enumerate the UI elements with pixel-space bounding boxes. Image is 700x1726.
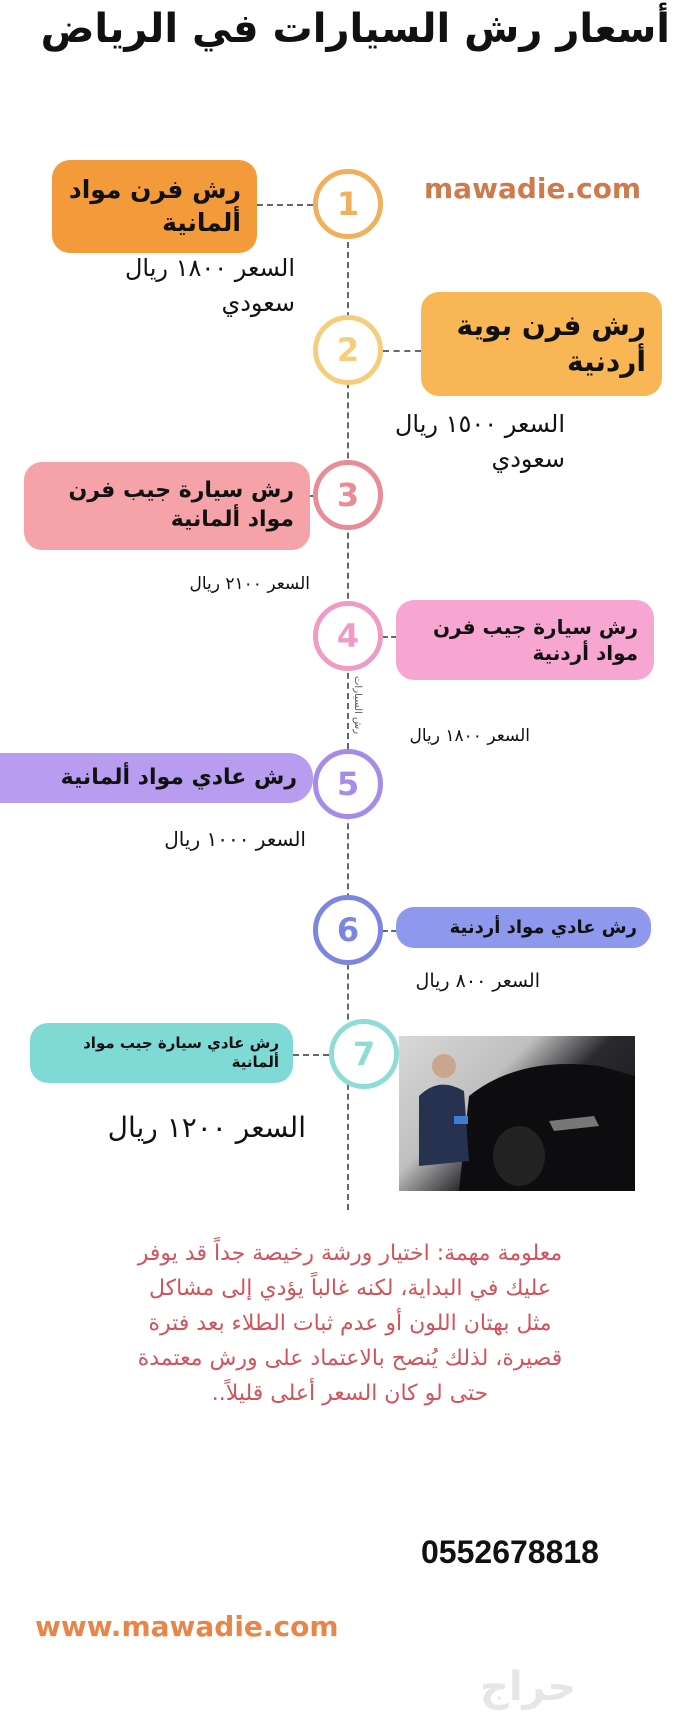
- step-price-6: السعر ٨٠٠ ريال: [415, 970, 540, 992]
- step-label-4: رش سيارة جيب فرن مواد أردنية: [396, 600, 654, 680]
- step-label-1: رش فرن مواد ألمانية: [52, 160, 257, 253]
- important-note: معلومة مهمة: اختيار ورشة رخيصة جداً قد ي…: [137, 1241, 563, 1406]
- connector-6: [383, 930, 396, 932]
- connector-1: [257, 204, 313, 206]
- haraj-watermark: حراج: [480, 1664, 577, 1710]
- car-painting-illustration: [419, 1054, 635, 1191]
- step-number-4: 4: [313, 601, 383, 671]
- step-label-5: رش عادي مواد ألمانية: [0, 753, 313, 803]
- step-price-4: السعر ١٨٠٠ ريال: [409, 726, 530, 746]
- step-price-5: السعر ١٠٠٠ ريال: [164, 827, 306, 851]
- vertical-caption: رش السيارات: [352, 676, 363, 735]
- step-number-7: 7: [329, 1019, 399, 1089]
- step-label-3: رش سيارة جيب فرن مواد ألمانية: [24, 462, 310, 550]
- brand-text[interactable]: mawadie.com: [424, 172, 642, 205]
- connector-3: [310, 495, 313, 497]
- step-number-2: 2: [313, 315, 383, 385]
- step-label-7: رش عادي سيارة جيب مواد ألمانية: [30, 1023, 293, 1083]
- phone-number[interactable]: 0552678818: [421, 1534, 599, 1570]
- connector-2: [383, 350, 421, 352]
- step-label-2: رش فرن بوية أردنية: [421, 292, 662, 396]
- step-number-6: 6: [313, 895, 383, 965]
- timeline-line: [347, 242, 349, 1210]
- step-number-5: 5: [313, 749, 383, 819]
- step-label-6: رش عادي مواد أردنية: [396, 907, 651, 948]
- connector-7: [293, 1054, 329, 1056]
- website-link[interactable]: www.mawadie.com: [35, 1610, 339, 1643]
- step-number-1: 1: [313, 169, 383, 239]
- page-title: أسعار رش السيارات في الرياض: [40, 6, 670, 52]
- step-price-2: السعر ١٥٠٠ ريال سعودي: [394, 410, 565, 473]
- step-price-3: السعر ٢١٠٠ ريال: [189, 574, 310, 594]
- connector-4: [383, 636, 396, 638]
- step-price-7: السعر ١٢٠٠ ريال: [107, 1111, 306, 1144]
- step-price-1: السعر ١٨٠٠ ريال سعودي: [124, 254, 295, 317]
- car-painting-photo: [399, 1036, 635, 1191]
- step-number-3: 3: [313, 460, 383, 530]
